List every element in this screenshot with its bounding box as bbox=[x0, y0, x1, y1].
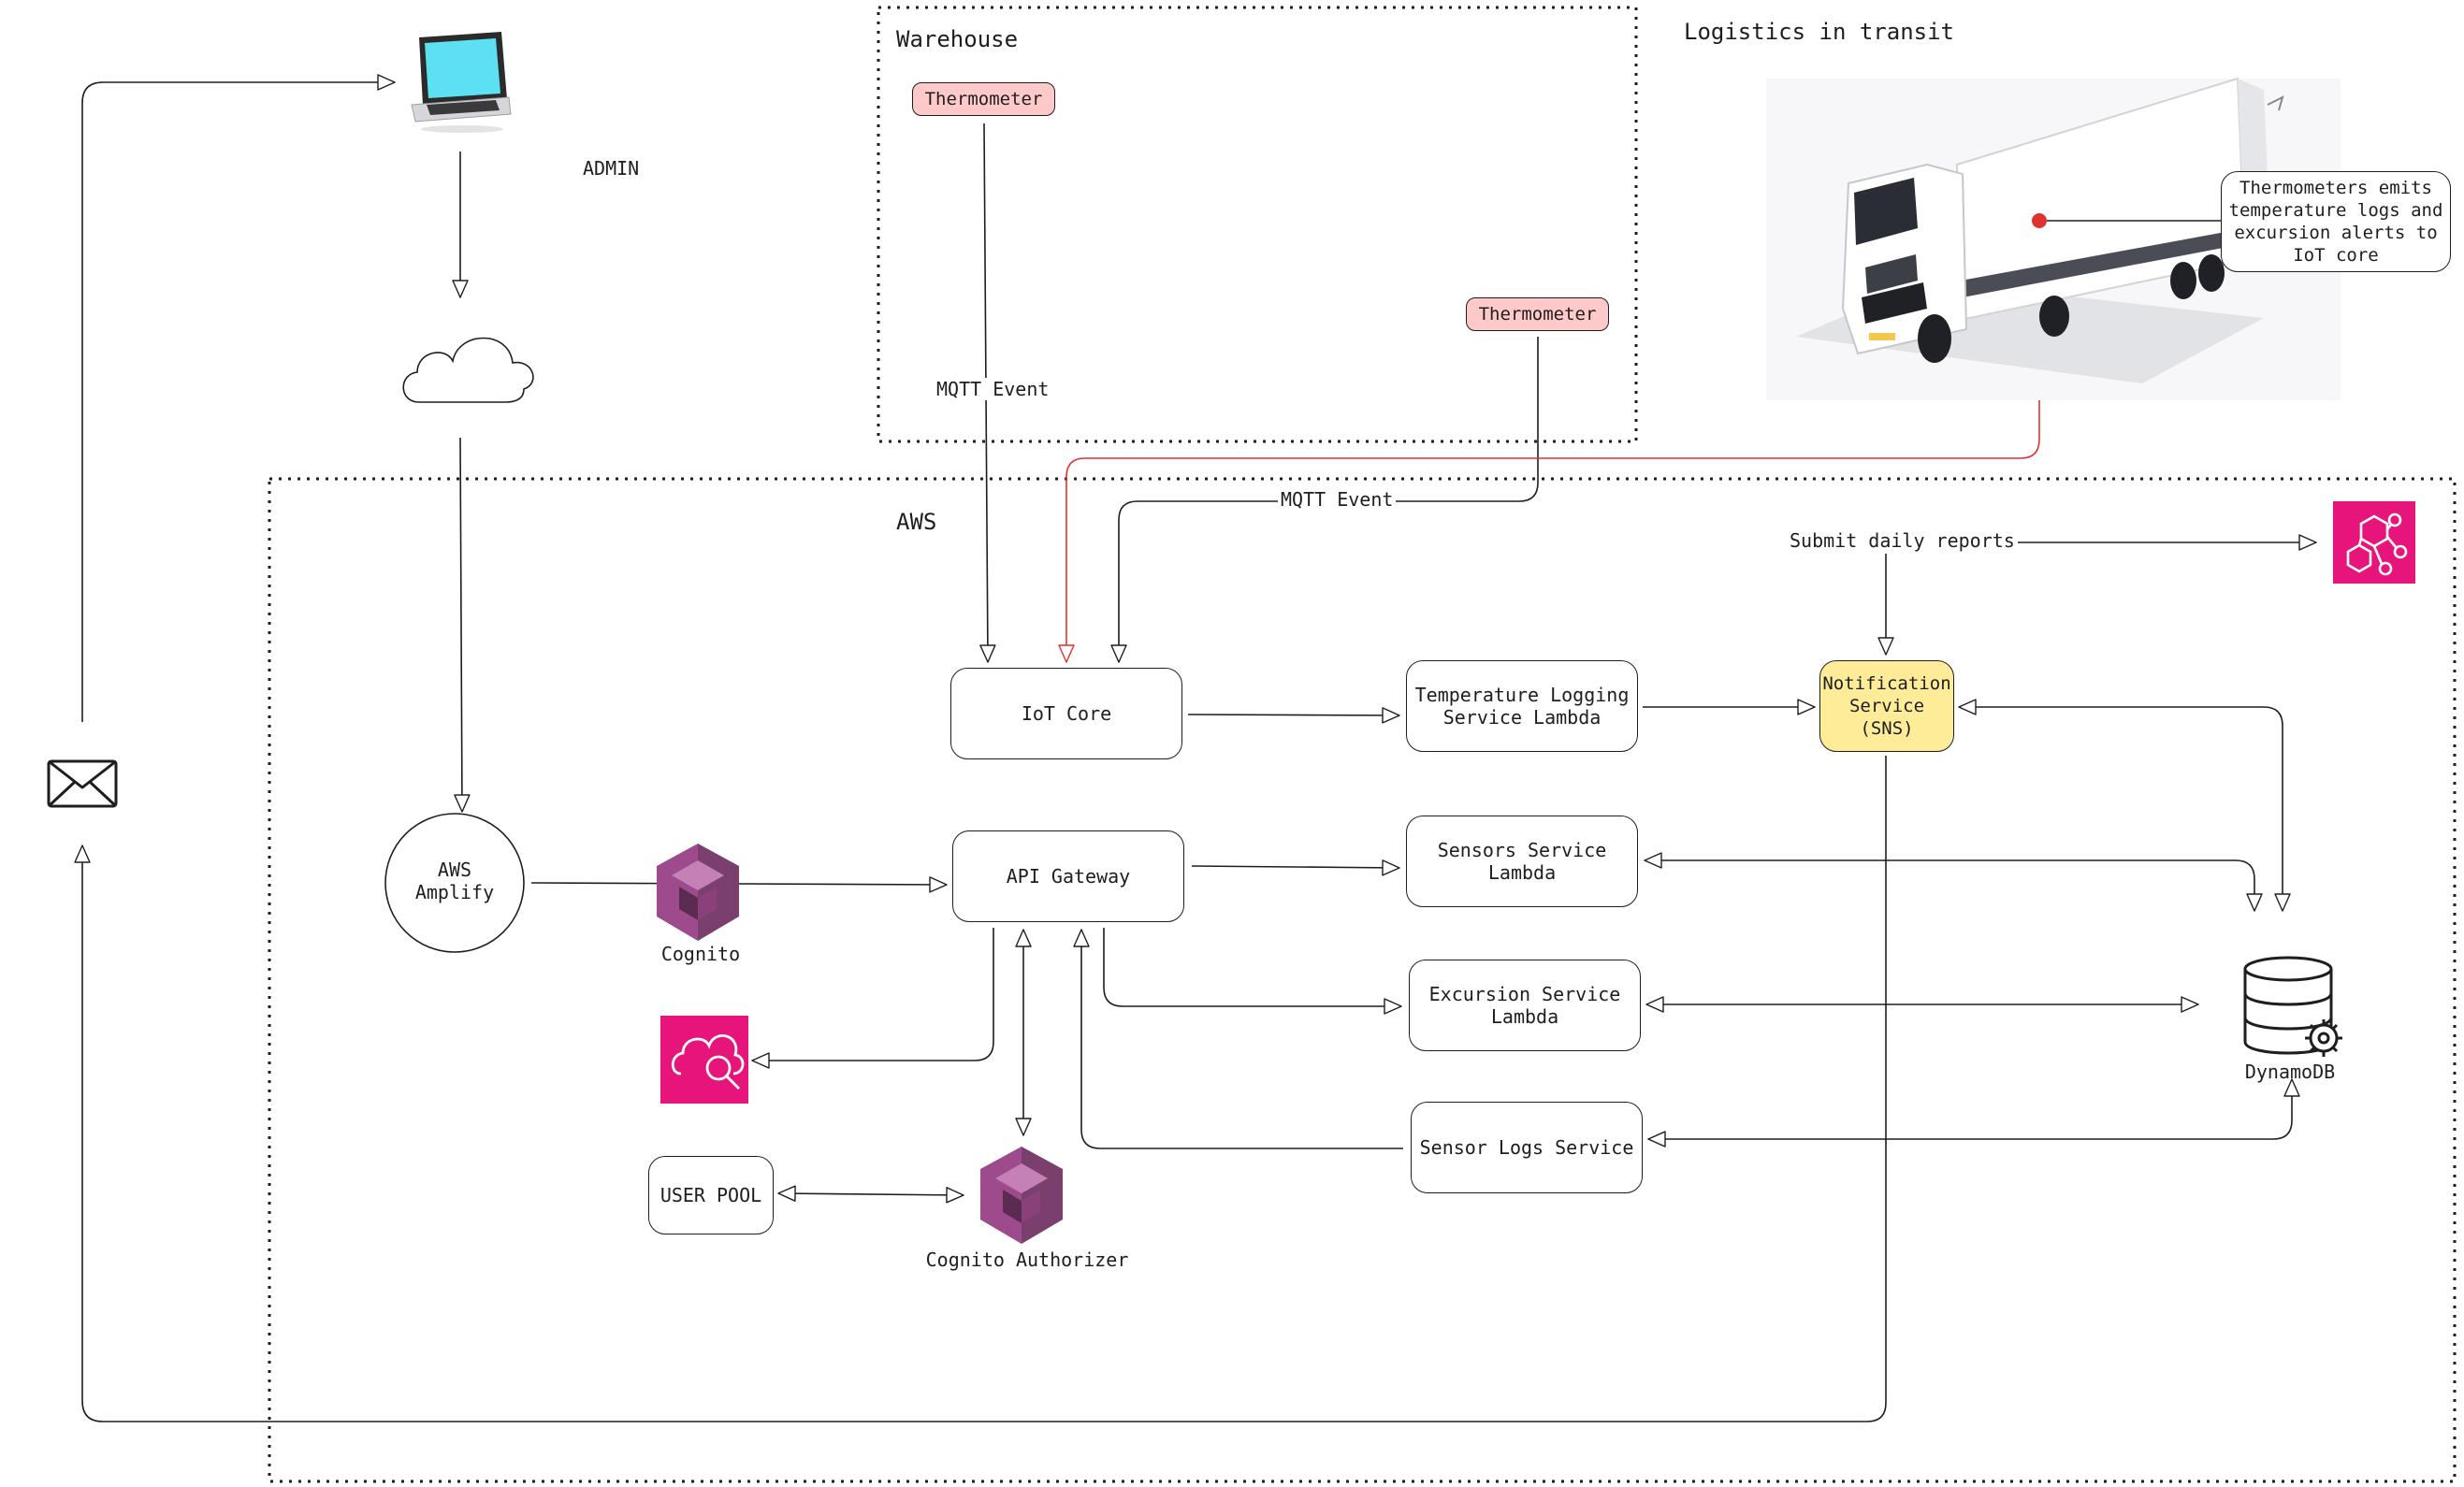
arrow-sns-dynamodb bbox=[1958, 699, 2291, 912]
arrow-api-to-excursion-lambda bbox=[1103, 928, 1402, 1015]
sensors-service-lambda-node[interactable]: Sensors Service Lambda bbox=[1406, 816, 1638, 907]
dynamodb-label: DynamoDB bbox=[2244, 1061, 2336, 1083]
arrow-api-to-cloudwatch bbox=[751, 928, 994, 1069]
admin-label: ADMIN bbox=[583, 157, 640, 180]
arrow-sns-to-mail bbox=[74, 756, 1887, 1422]
thermometer-node-2[interactable]: Thermometer bbox=[1466, 297, 1609, 331]
aws-amplify-shape bbox=[384, 813, 525, 953]
arrow-cloud-to-amplify bbox=[454, 437, 471, 813]
thermometer-node-1[interactable]: Thermometer bbox=[912, 82, 1055, 116]
aws-label: AWS bbox=[896, 509, 937, 535]
arrow-truck-to-iot bbox=[1058, 221, 2040, 663]
notification-service-node[interactable]: Notification Service (SNS) bbox=[1819, 660, 1954, 752]
arrow-api-to-sensors-lambda bbox=[1191, 859, 1400, 876]
cognito-label: Cognito bbox=[660, 943, 741, 965]
api-gateway-node[interactable]: API Gateway bbox=[952, 830, 1184, 922]
dynamodb-icon bbox=[2243, 956, 2342, 1057]
cognito-icon bbox=[657, 844, 739, 941]
cloud-icon bbox=[402, 337, 534, 403]
submit-daily-reports-label: Submit daily reports bbox=[1787, 529, 2018, 552]
aws-amplify-label[interactable]: AWS Amplify bbox=[414, 859, 495, 903]
cognito-authorizer-label: Cognito Authorizer bbox=[925, 1249, 1129, 1271]
warehouse-label: Warehouse bbox=[896, 26, 1019, 52]
iot-core-node[interactable]: IoT Core bbox=[950, 668, 1182, 759]
cloudwatch-icon bbox=[660, 1016, 748, 1104]
truck-sensor-dot bbox=[2032, 213, 2047, 228]
mail-icon bbox=[47, 759, 118, 808]
eventbridge-icon bbox=[2333, 501, 2415, 584]
truck-callout-note: Thermometers emits temperature logs and … bbox=[2221, 171, 2451, 272]
cognito-authorizer-icon bbox=[980, 1147, 1063, 1244]
arrow-userpool-cognito-authorizer bbox=[777, 1185, 964, 1204]
laptop-icon bbox=[411, 32, 512, 133]
arrow-sensors-lambda-dynamodb bbox=[1644, 852, 2263, 912]
sensor-logs-service-node[interactable]: Sensor Logs Service bbox=[1411, 1102, 1643, 1193]
aws-boundary bbox=[268, 477, 2457, 1483]
user-pool-node[interactable]: USER POOL bbox=[648, 1156, 774, 1234]
arrow-sensor-logs-to-api bbox=[1073, 929, 1403, 1149]
arrow-mail-to-laptop bbox=[81, 74, 396, 722]
mqtt-event-label-1: MQTT Event bbox=[934, 378, 1052, 400]
logistics-in-transit-label: Logistics in transit bbox=[1684, 19, 1954, 45]
mqtt-event-label-2: MQTT Event bbox=[1278, 488, 1397, 511]
temperature-logging-lambda-node[interactable]: Temperature Logging Service Lambda bbox=[1406, 660, 1638, 752]
excursion-service-lambda-node[interactable]: Excursion Service Lambda bbox=[1409, 960, 1641, 1051]
warehouse-boundary bbox=[877, 6, 1638, 443]
arrow-sensor-logs-dynamodb bbox=[1647, 1078, 2300, 1148]
